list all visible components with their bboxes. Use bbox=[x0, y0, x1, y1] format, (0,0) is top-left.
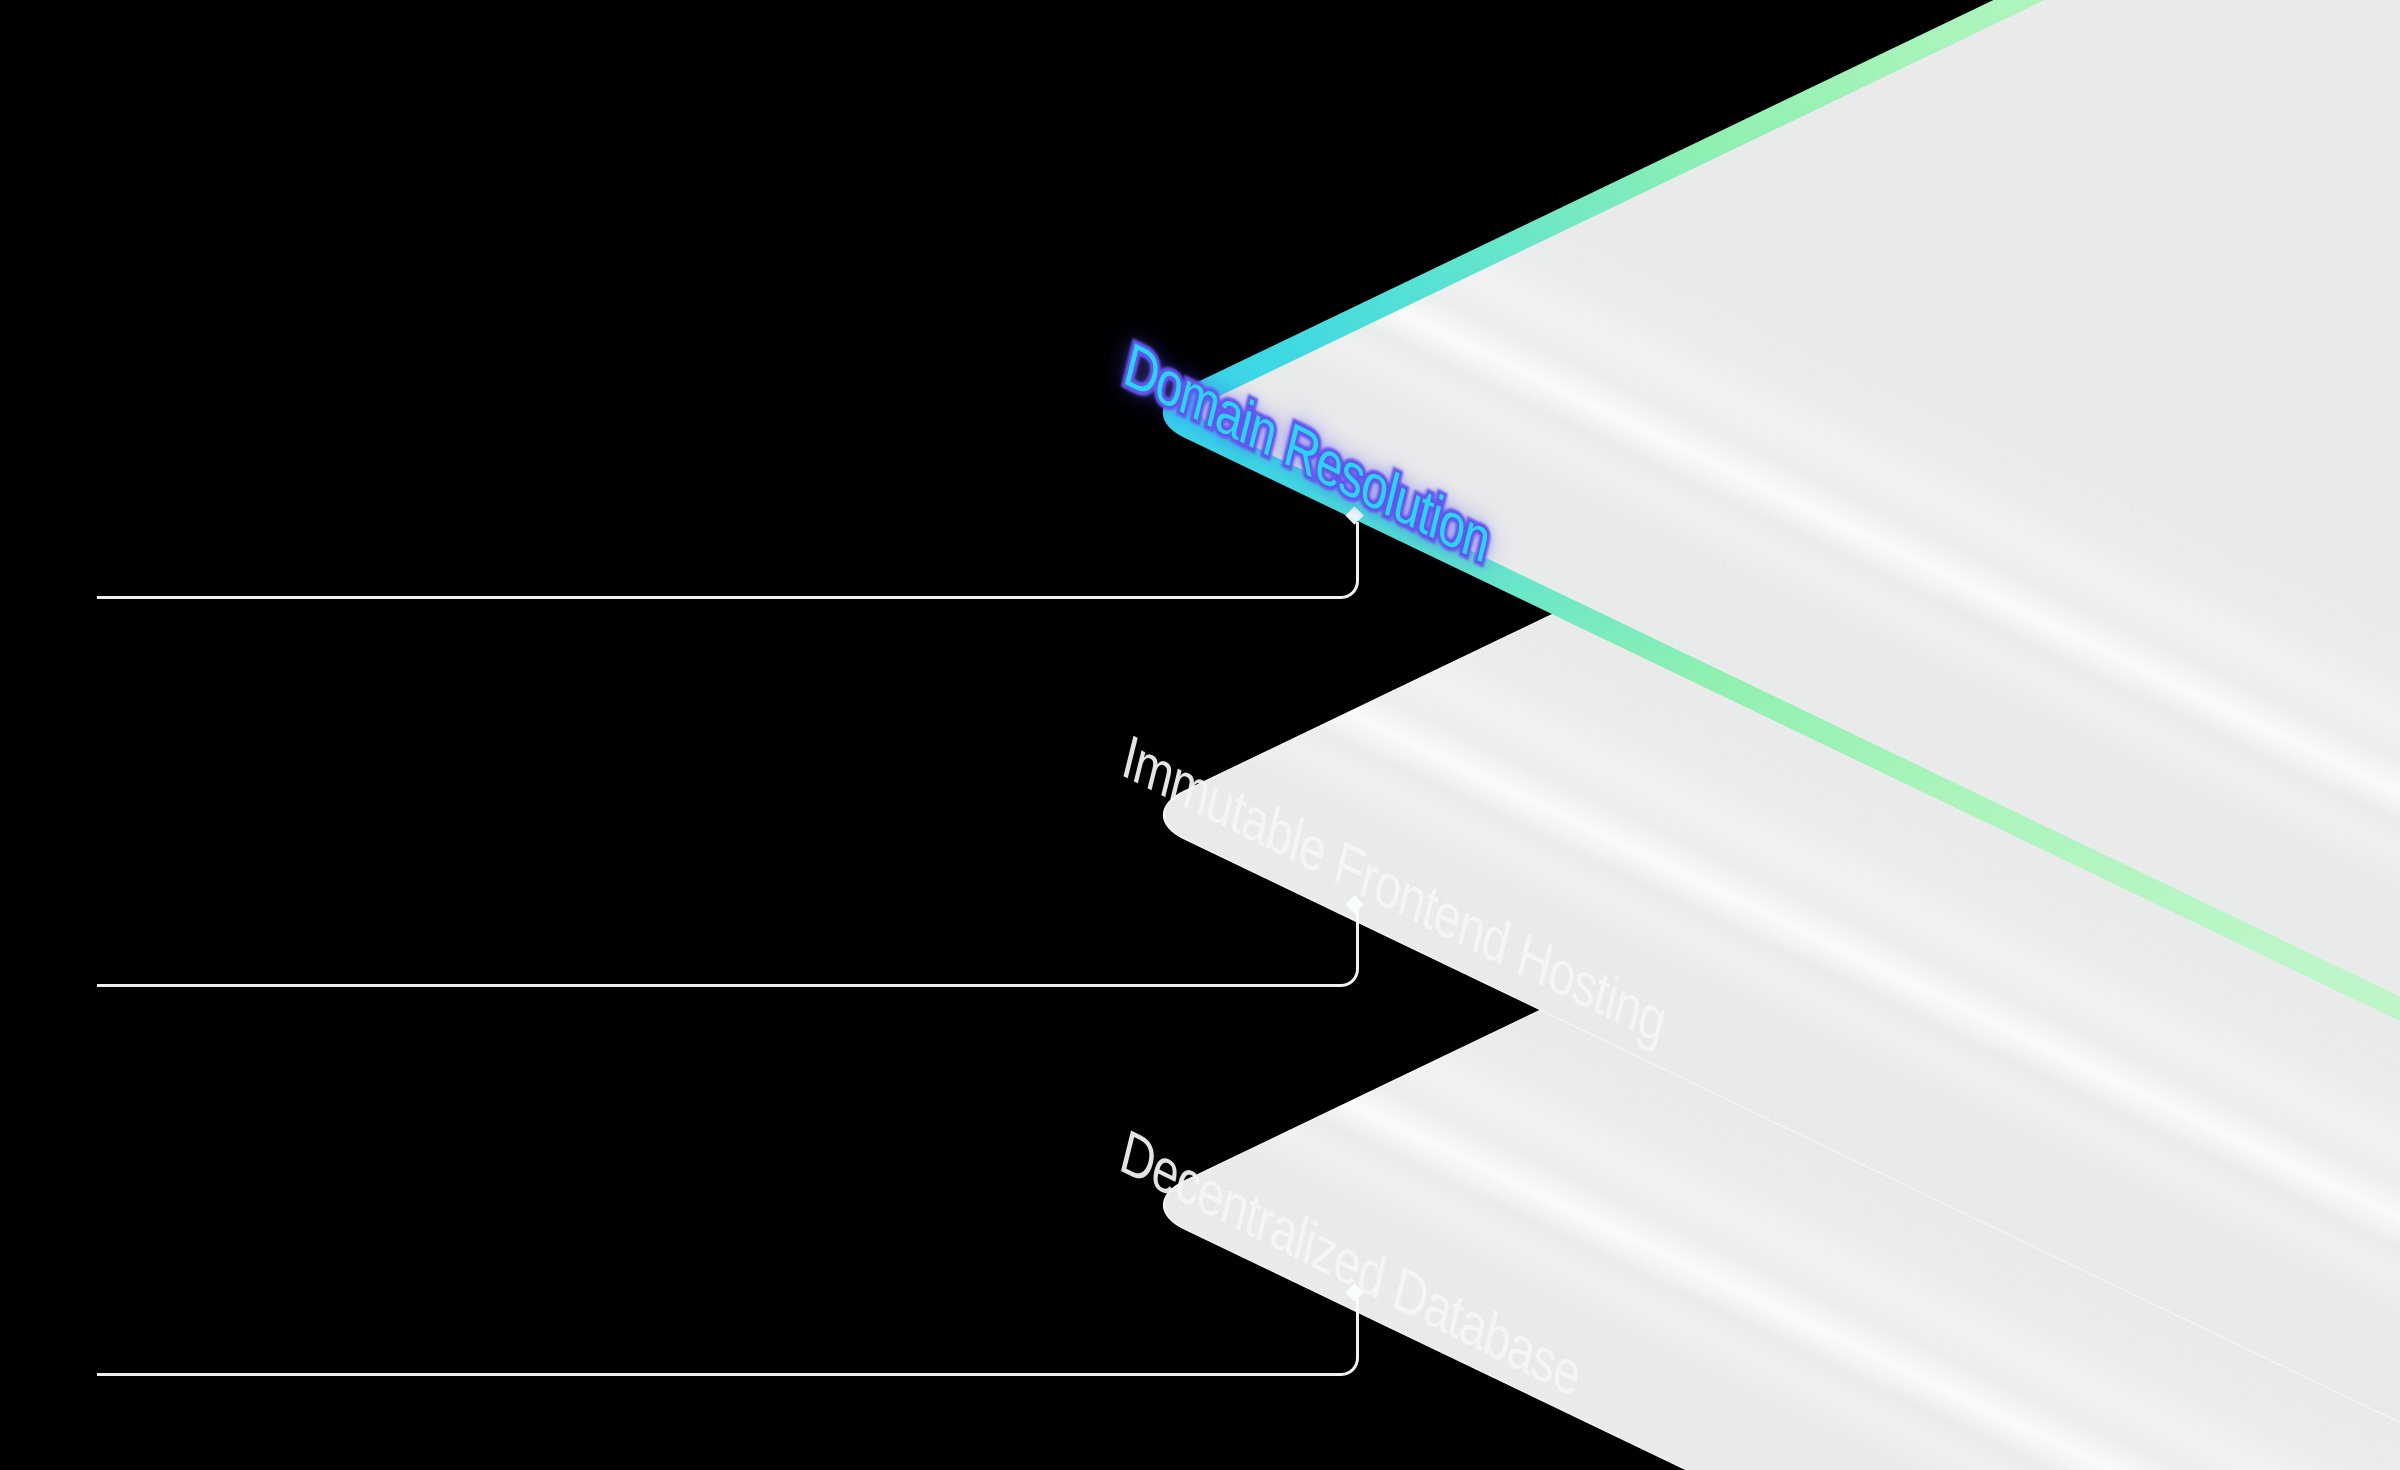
connector-line-decentralized-database bbox=[97, 1283, 1364, 1376]
connector-line-immutable-frontend-hosting bbox=[97, 895, 1364, 987]
connector-line-domain-resolution bbox=[97, 506, 1364, 599]
